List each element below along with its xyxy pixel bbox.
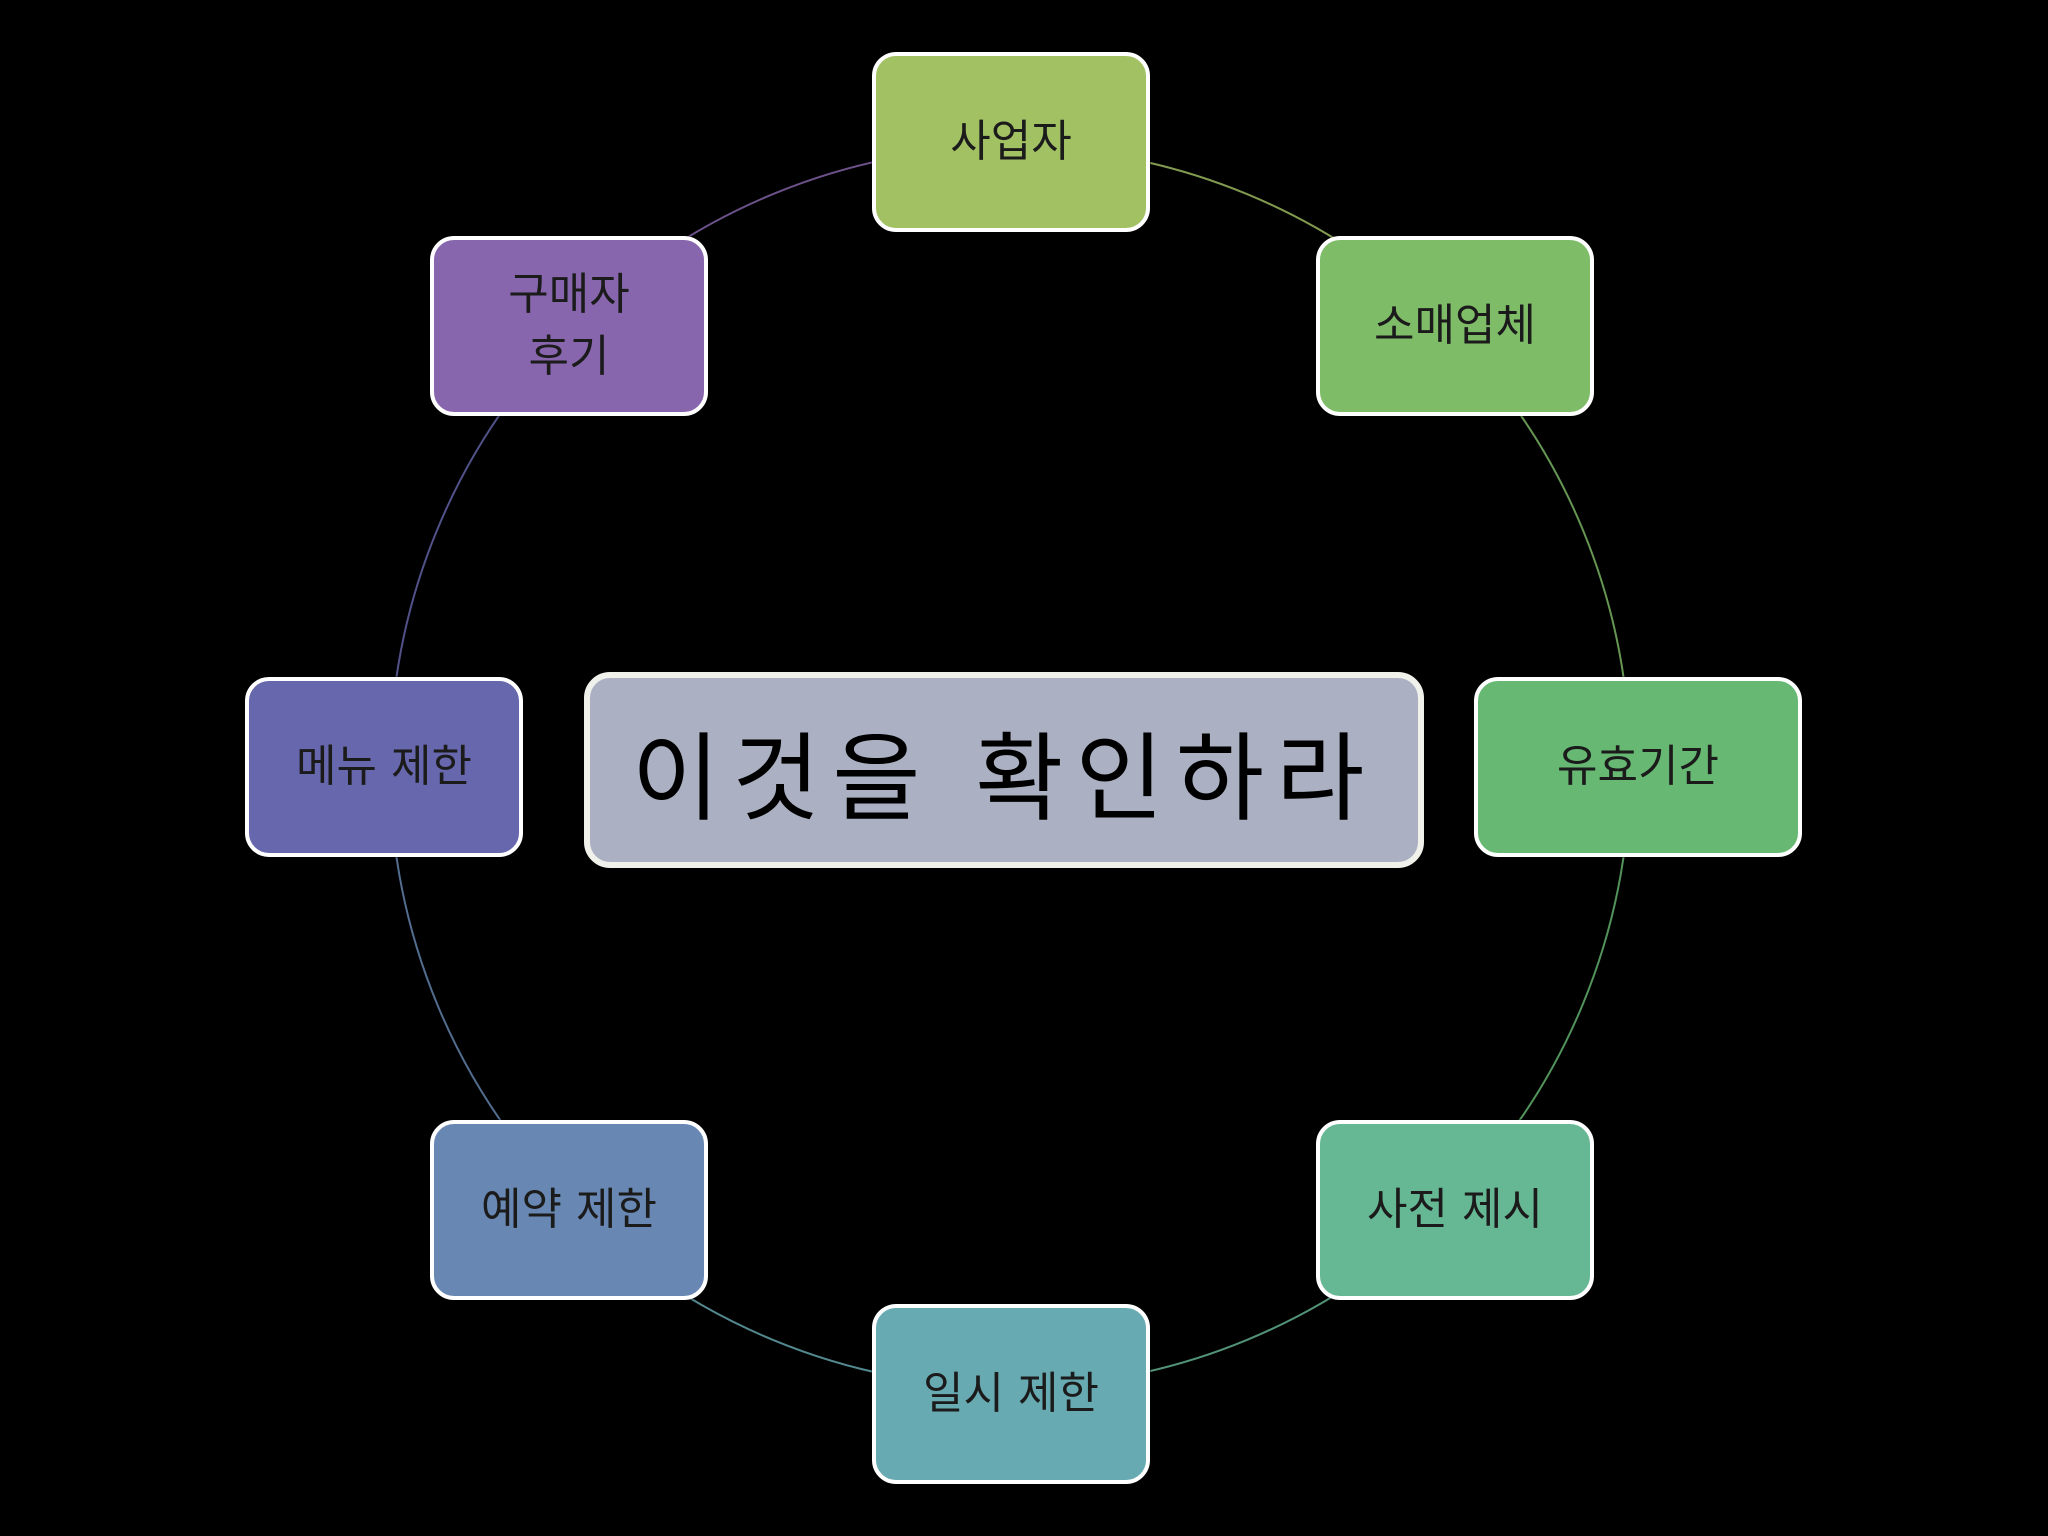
node-buyer-reviews: 구매자 후기 [430,236,708,416]
node-time-restriction: 일시 제한 [872,1304,1150,1484]
node-expiration-period: 유효기간 [1474,677,1802,857]
node-business-operator: 사업자 [872,52,1150,232]
node-menu-restriction: 메뉴 제한 [245,677,523,857]
node-prior-presentation: 사전 제시 [1316,1120,1594,1300]
node-reservation-restriction: 예약 제한 [430,1120,708,1300]
node-retailer: 소매업체 [1316,236,1594,416]
center-title: 이것을 확인하라 [584,672,1424,868]
